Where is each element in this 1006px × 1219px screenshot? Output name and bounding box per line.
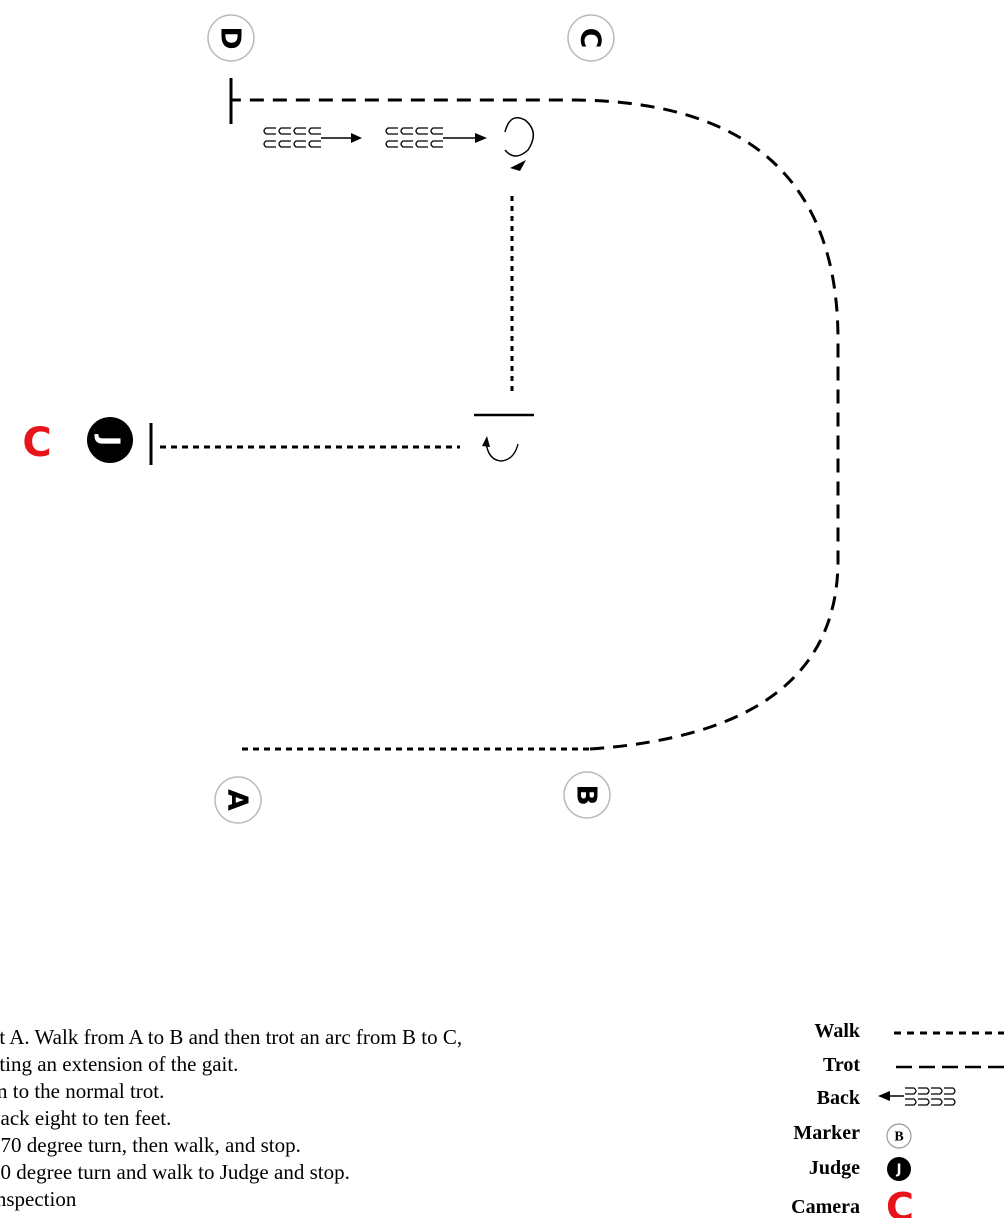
- judge-letter: J: [94, 434, 127, 446]
- legend-marker-sample: B: [894, 1130, 903, 1145]
- trot-path-b-c: [232, 98, 840, 751]
- turn-270-icon: [504, 117, 534, 171]
- instruction-line: rn to the normal trot.: [0, 1079, 165, 1103]
- marker-b: B: [563, 771, 611, 819]
- instruction-line: 90 degree turn and walk to Judge and sto…: [0, 1160, 350, 1184]
- marker-d: D: [207, 14, 255, 62]
- legend-marker-label: Marker: [793, 1122, 860, 1144]
- legend-judge-sample: J: [896, 1163, 902, 1178]
- legend-back-label: Back: [816, 1087, 860, 1109]
- legend-camera-label: Camera: [791, 1196, 860, 1218]
- marker-a-label: A: [222, 789, 255, 811]
- instruction-line: 270 degree turn, then walk, and stop.: [0, 1133, 301, 1157]
- marker-d-label: D: [215, 26, 248, 49]
- marker-c-label: C: [575, 28, 608, 49]
- legend-trot-label: Trot: [822, 1054, 860, 1076]
- legend-judge-icon: J: [887, 1157, 911, 1181]
- instruction-line: at A. Walk from A to B and then trot an …: [0, 1025, 463, 1049]
- back-steps-set-1: [263, 127, 362, 148]
- legend-judge-label: Judge: [808, 1157, 860, 1179]
- marker-b-label: B: [571, 784, 604, 805]
- instruction-line: inspection: [0, 1187, 77, 1211]
- legend-symbols: B J C: [878, 1031, 1004, 1218]
- legend-back-icon: [878, 1087, 956, 1106]
- back-steps: [263, 127, 487, 148]
- turn-90-icon: [482, 436, 519, 462]
- legend-marker-icon: B: [886, 1123, 912, 1149]
- marker-c: C: [567, 14, 615, 62]
- legend-walk-label: Walk: [814, 1020, 860, 1042]
- back-steps-set-2: [385, 127, 487, 148]
- instruction-line: back eight to ten feet.: [0, 1106, 172, 1130]
- camera-icon: C: [22, 420, 51, 466]
- instructions: at A. Walk from A to B and then trot an …: [0, 1024, 750, 1213]
- marker-a: A: [214, 776, 262, 824]
- judge-icon: J: [87, 417, 133, 463]
- instruction-line: ating an extension of the gait.: [0, 1052, 239, 1076]
- legend-camera-icon: C: [886, 1185, 914, 1218]
